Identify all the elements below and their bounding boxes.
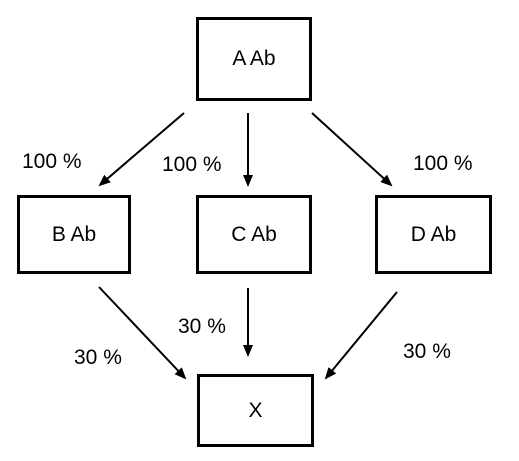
node-c-ab: C Ab bbox=[196, 195, 312, 274]
node-d-ab: D Ab bbox=[375, 195, 492, 274]
arrow-b-to-x bbox=[98, 286, 187, 380]
node-a-ab: A Ab bbox=[196, 17, 312, 101]
node-x: X bbox=[197, 374, 314, 447]
edge-label-a-to-d: 100 % bbox=[413, 152, 473, 175]
edge-label-d-to-x: 30 % bbox=[403, 340, 451, 363]
edge-label-a-to-b: 100 % bbox=[22, 150, 82, 173]
arrow-d-to-x bbox=[324, 291, 398, 380]
arrow-a-to-d bbox=[311, 112, 393, 187]
edge-label-a-to-c: 100 % bbox=[162, 153, 222, 176]
edge-label-b-to-x: 30 % bbox=[74, 346, 122, 369]
edge-label-c-to-x: 30 % bbox=[178, 315, 226, 338]
arrow-a-to-b bbox=[98, 112, 185, 187]
node-b-ab: B Ab bbox=[17, 195, 131, 274]
